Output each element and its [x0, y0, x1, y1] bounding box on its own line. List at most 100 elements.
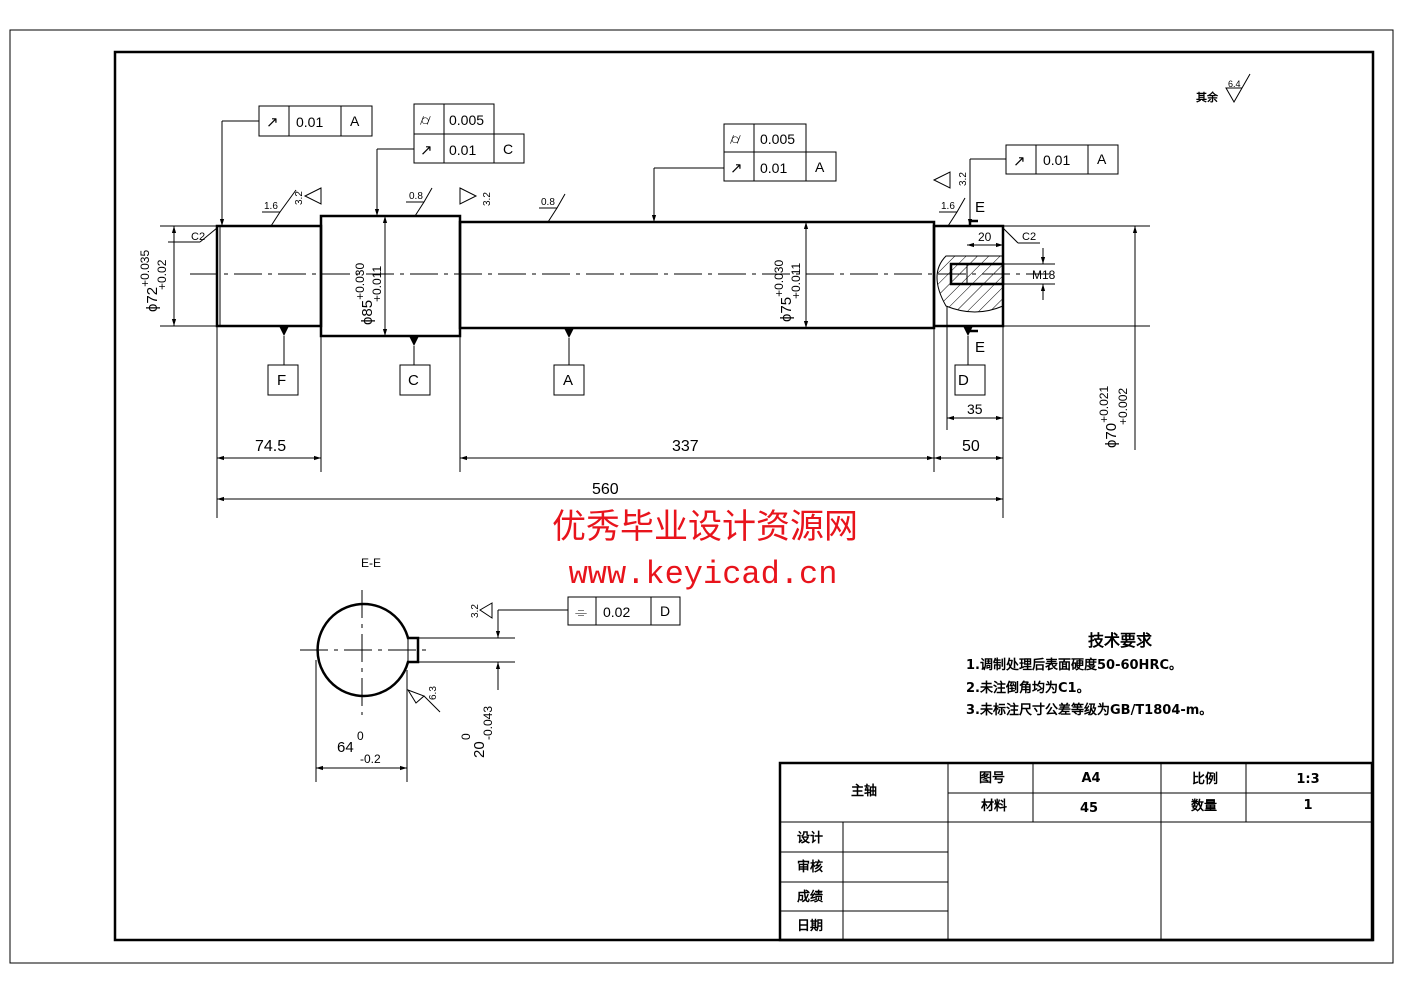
- svg-text:1:3: 1:3: [1296, 772, 1319, 787]
- svg-text:+0.002: +0.002: [1116, 388, 1130, 425]
- tolerance-frame-4: ↗ 0.01 A: [967, 144, 1119, 226]
- other-roughness-note: 其余 6.4: [1196, 73, 1251, 104]
- svg-text:0.01: 0.01: [760, 160, 787, 176]
- svg-text:64: 64: [337, 739, 354, 756]
- roughness-symbols: 1.6 3.2 0.8 3.2 0.8 3.2 1.6: [262, 171, 969, 227]
- tolerance-frame-5: ⌯ 0.02 D: [567, 596, 681, 626]
- roughness-icon: [459, 187, 478, 205]
- svg-text:45: 45: [1080, 801, 1098, 816]
- svg-text:0: 0: [459, 733, 473, 740]
- svg-text:20: 20: [978, 230, 992, 244]
- roughness-icon: [303, 187, 322, 205]
- technical-requirements: 技术要求 1.调制处理后表面硬度50-60HRC。 2.未注倒角均为C1。 3.…: [966, 631, 1212, 718]
- svg-text:0.01: 0.01: [1043, 152, 1070, 168]
- svg-text:其余: 其余: [1196, 90, 1219, 104]
- outer-border: [9, 29, 1394, 964]
- svg-text:材料: 材料: [981, 798, 1007, 814]
- section-circle: [316, 602, 420, 698]
- chamfer-left: C2: [191, 231, 205, 243]
- svg-text:0.005: 0.005: [760, 131, 795, 147]
- svg-text:20: 20: [471, 741, 488, 758]
- tolerance-frame-2: ⌭ 0.005 ↗ 0.01 C: [374, 103, 525, 216]
- svg-text:成绩: 成绩: [797, 889, 823, 905]
- runout-icon: ↗: [1013, 153, 1026, 170]
- svg-text:3.2: 3.2: [958, 172, 969, 186]
- roughness-icon: [539, 193, 566, 223]
- svg-text:0: 0: [357, 729, 364, 743]
- roughness-icon: [1225, 73, 1251, 104]
- roughness-icon: [939, 197, 966, 227]
- runout-icon: ↗: [266, 114, 279, 131]
- tech-item: 3.未标注尺寸公差等级为GB/T1804-m。: [966, 702, 1212, 718]
- svg-text:设计: 设计: [797, 830, 823, 846]
- watermark-url[interactable]: www.keyicad.cn: [569, 556, 838, 593]
- svg-text:-0.043: -0.043: [481, 706, 495, 740]
- section-mark-bottom: E: [975, 339, 985, 356]
- svg-text:35: 35: [967, 401, 983, 417]
- datums: F C A D: [267, 326, 986, 396]
- tolerance-frame-1: ↗ 0.01 A: [219, 105, 373, 226]
- svg-text:3.2: 3.2: [294, 191, 305, 205]
- section-label: E-E: [361, 556, 381, 570]
- svg-text:数量: 数量: [1191, 798, 1217, 814]
- shaft-segment-85: [319, 214, 462, 338]
- svg-text:ϕ72+0.035: ϕ72+0.035: [138, 250, 161, 312]
- svg-text:3.2: 3.2: [470, 604, 481, 618]
- tolerance-frame-3: ⌭ 0.005 ↗ 0.01 A: [651, 123, 837, 222]
- runout-icon: ↗: [730, 160, 743, 177]
- svg-text:6.4: 6.4: [1228, 79, 1241, 89]
- svg-text:0.005: 0.005: [449, 112, 484, 128]
- cylindricity-icon: ⌭: [730, 131, 741, 148]
- roughness-icon: [262, 189, 297, 227]
- shaft-main-view: [190, 214, 1050, 338]
- datum-c: C: [408, 372, 419, 389]
- tech-title: 技术要求: [1088, 631, 1153, 650]
- symmetry-icon: ⌯: [575, 604, 587, 621]
- svg-text:-0.2: -0.2: [360, 752, 381, 766]
- datum-f: F: [277, 372, 286, 389]
- svg-text:+0.011: +0.011: [370, 266, 384, 302]
- svg-text:日期: 日期: [797, 919, 823, 934]
- svg-text:74.5: 74.5: [255, 438, 286, 455]
- roughness-icon: [932, 171, 951, 189]
- tech-item: 1.调制处理后表面硬度50-60HRC。: [966, 657, 1182, 673]
- svg-text:50: 50: [962, 438, 980, 455]
- svg-text:A: A: [815, 159, 825, 175]
- svg-text:337: 337: [672, 438, 699, 455]
- svg-text:1.6: 1.6: [264, 201, 278, 212]
- svg-text:ϕ75+0.030: ϕ75+0.030: [772, 260, 795, 322]
- svg-text:A: A: [350, 113, 360, 129]
- svg-text:图号: 图号: [979, 771, 1005, 786]
- tech-item: 2.未注倒角均为C1。: [966, 680, 1090, 696]
- svg-text:A: A: [1097, 151, 1107, 167]
- svg-text:D: D: [660, 603, 670, 619]
- datum-a: A: [563, 372, 573, 389]
- svg-text:0.8: 0.8: [409, 191, 423, 202]
- runout-icon: ↗: [420, 142, 433, 159]
- svg-text:比例: 比例: [1192, 771, 1218, 787]
- svg-text:560: 560: [592, 481, 619, 498]
- svg-text:+0.011: +0.011: [789, 263, 803, 299]
- svg-text:ϕ70+0.021: ϕ70+0.021: [1097, 386, 1120, 448]
- watermark-title: 优秀毕业设计资源网: [552, 507, 858, 547]
- cylindricity-icon: ⌭: [420, 112, 431, 129]
- section-mark-top: E: [975, 199, 985, 216]
- svg-text:ϕ85+0.030: ϕ85+0.030: [353, 263, 376, 325]
- svg-text:0.02: 0.02: [603, 604, 630, 620]
- threaded-hole: [949, 262, 1005, 286]
- svg-text:0.8: 0.8: [541, 197, 555, 208]
- svg-text:3.2: 3.2: [482, 192, 493, 206]
- chamfer-right: C2: [1022, 231, 1036, 243]
- svg-text:M18: M18: [1032, 268, 1056, 282]
- shaft-segment-72: [215, 224, 323, 328]
- dimensions: ϕ72+0.035 +0.02 ϕ85+0.030 +0.011 ϕ75+0.0…: [138, 216, 1150, 518]
- shaft-segment-75: [458, 220, 936, 330]
- svg-text:0.01: 0.01: [296, 114, 323, 130]
- section-e-e: E-E 20 0 -0.043 3.2 6.3 64 0 -0.2: [300, 556, 568, 782]
- roughness-icon: [406, 689, 441, 713]
- inner-border: [113, 50, 1375, 942]
- roughness-icon: [479, 602, 493, 619]
- svg-text:A4: A4: [1081, 771, 1100, 786]
- svg-text:C: C: [503, 141, 513, 157]
